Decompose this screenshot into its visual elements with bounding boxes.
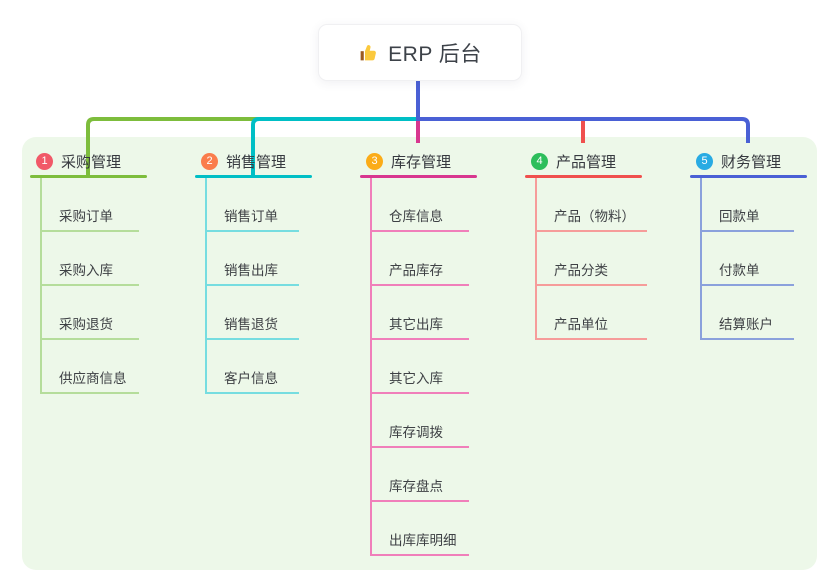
child-label: 销售订单: [224, 209, 278, 224]
branch-underline: [525, 175, 642, 178]
branch-label: 采购管理: [61, 153, 122, 171]
branch-column: 3 库存管理 仓库信息 产品库存 其它出库 其它入库 库存调拨 库存盘点 出库库…: [360, 148, 477, 556]
branch-node[interactable]: 2 销售管理: [195, 148, 312, 174]
child-label: 产品分类: [554, 263, 608, 278]
child-label: 其它入库: [389, 371, 443, 386]
child-node[interactable]: 采购入库: [42, 232, 139, 286]
child-node[interactable]: 销售退货: [207, 286, 299, 340]
child-label: 采购退货: [59, 317, 113, 332]
child-node[interactable]: 仓库信息: [372, 178, 469, 232]
branch-column: 4 产品管理 产品（物料） 产品分类 产品单位: [525, 148, 647, 340]
child-node[interactable]: 其它入库: [372, 340, 469, 394]
child-node[interactable]: 付款单: [702, 232, 794, 286]
child-node[interactable]: 销售订单: [207, 178, 299, 232]
branch-underline: [195, 175, 312, 178]
child-node[interactable]: 供应商信息: [42, 340, 139, 394]
child-label: 库存盘点: [389, 479, 443, 494]
branch-number-badge: 5: [696, 152, 713, 170]
branch-number-badge: 3: [366, 152, 383, 170]
child-label: 客户信息: [224, 371, 278, 386]
child-node[interactable]: 产品（物料）: [537, 178, 647, 232]
child-node[interactable]: 库存盘点: [372, 448, 469, 502]
branch-children: 采购订单 采购入库 采购退货 供应商信息: [40, 178, 139, 394]
child-node[interactable]: 采购退货: [42, 286, 139, 340]
root-title: ERP 后台: [388, 42, 482, 66]
child-label: 产品单位: [554, 317, 608, 332]
child-label: 回款单: [719, 209, 760, 224]
branch-panel: [22, 137, 817, 570]
branch-column: 5 财务管理 回款单 付款单 结算账户: [690, 148, 807, 340]
child-node[interactable]: 采购订单: [42, 178, 139, 232]
child-node[interactable]: 销售出库: [207, 232, 299, 286]
branch-label: 产品管理: [556, 153, 617, 171]
branch-children: 仓库信息 产品库存 其它出库 其它入库 库存调拨 库存盘点 出库库明细: [370, 178, 469, 556]
branch-underline: [690, 175, 807, 178]
branch-label: 销售管理: [226, 153, 287, 171]
child-node[interactable]: 客户信息: [207, 340, 299, 394]
child-label: 产品（物料）: [554, 209, 635, 224]
child-label: 仓库信息: [389, 209, 443, 224]
branch-node[interactable]: 1 采购管理: [30, 148, 147, 174]
child-node[interactable]: 产品库存: [372, 232, 469, 286]
branch-number-badge: 4: [531, 152, 548, 170]
branch-underline: [30, 175, 147, 178]
branch-label: 库存管理: [391, 153, 452, 171]
branch-underline: [360, 175, 477, 178]
child-label: 出库库明细: [389, 533, 457, 548]
branch-number-badge: 2: [201, 152, 218, 170]
child-label: 结算账户: [719, 317, 773, 332]
child-label: 采购入库: [59, 263, 113, 278]
branch-number-badge: 1: [36, 152, 53, 170]
child-label: 库存调拨: [389, 425, 443, 440]
branch-label: 财务管理: [721, 153, 782, 171]
child-label: 销售出库: [224, 263, 278, 278]
branch-children: 销售订单 销售出库 销售退货 客户信息: [205, 178, 299, 394]
branch-children: 回款单 付款单 结算账户: [700, 178, 794, 340]
child-label: 供应商信息: [59, 371, 127, 386]
thumbs-up-icon: [360, 45, 377, 61]
branch-column: 1 采购管理 采购订单 采购入库 采购退货 供应商信息: [30, 148, 147, 394]
child-label: 产品库存: [389, 263, 443, 278]
branch-node[interactable]: 4 产品管理: [525, 148, 642, 174]
branch-node[interactable]: 3 库存管理: [360, 148, 477, 174]
child-node[interactable]: 结算账户: [702, 286, 794, 340]
child-label: 采购订单: [59, 209, 113, 224]
child-node[interactable]: 库存调拨: [372, 394, 469, 448]
child-node[interactable]: 出库库明细: [372, 502, 469, 556]
branch-node[interactable]: 5 财务管理: [690, 148, 807, 174]
child-label: 销售退货: [224, 317, 278, 332]
child-node[interactable]: 产品单位: [537, 286, 647, 340]
child-node[interactable]: 其它出库: [372, 286, 469, 340]
child-label: 付款单: [719, 263, 760, 278]
child-node[interactable]: 产品分类: [537, 232, 647, 286]
child-label: 其它出库: [389, 317, 443, 332]
root-node[interactable]: ERP 后台: [318, 24, 522, 81]
branch-column: 2 销售管理 销售订单 销售出库 销售退货 客户信息: [195, 148, 312, 394]
branch-children: 产品（物料） 产品分类 产品单位: [535, 178, 647, 340]
child-node[interactable]: 回款单: [702, 178, 794, 232]
